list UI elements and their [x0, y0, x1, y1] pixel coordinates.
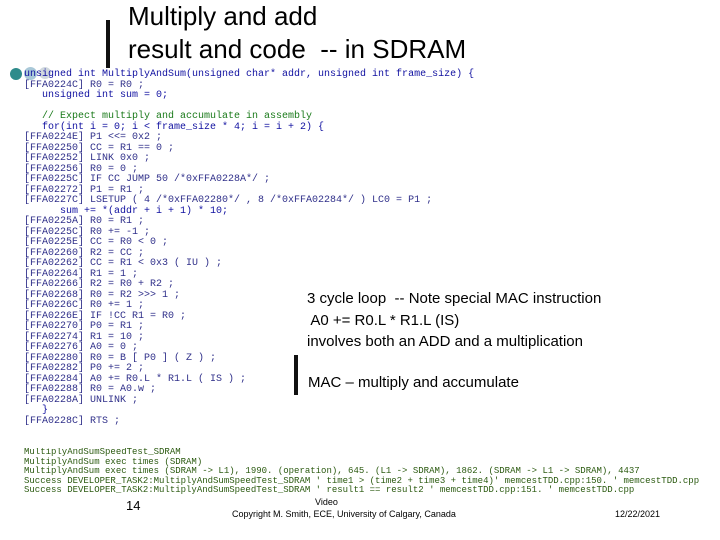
code-line: [FFA0225C] IF CC JUMP 50 /*0xFFA0228A*/ … [24, 174, 271, 185]
dot-light [24, 67, 37, 80]
code-line: [FFA02274] R1 = 10 ; [24, 331, 145, 343]
code-line: [FFA02282] P0 += 2 ; [24, 363, 145, 374]
code-line: [FFA02262] CC = R1 < 0x3 ( IU ) ; [24, 258, 223, 269]
code-line: [FFA02270] P0 = R1 ; [24, 321, 145, 332]
code-line: [FFA0224E] P1 <<= 0x2 ; [24, 132, 163, 143]
code-line: [FFA0226E] IF !CC R1 = R0 ; [24, 310, 187, 322]
slide-title: Multiply and add result and code -- in S… [128, 0, 466, 66]
test-output-log: MultiplyAndSumSpeedTest_SDRAM MultiplyAn… [24, 448, 720, 496]
code-line: [FFA02252] LINK 0x0 ; [24, 153, 151, 164]
code-line: [FFA02276] A0 = 0 ; [24, 342, 139, 353]
code-line: // Expect multiply and accumulate in ass… [24, 111, 313, 122]
page-number: 14 [126, 498, 141, 513]
loop-note: 3 cycle loop -- Note special MAC instruc… [307, 288, 601, 353]
note-line-2: A0 += R0.L * R1.L (IS) [307, 311, 460, 329]
footer-copyright: Copyright M. Smith, ECE, University of C… [232, 509, 456, 519]
mac-accent-bar [294, 355, 298, 395]
code-line: [FFA02268] R0 = R2 >>> 1 ; [24, 289, 181, 301]
mac-caption: MAC – multiply and accumulate [308, 374, 519, 391]
code-line: [FFA02256] R0 = 0 ; [24, 163, 139, 175]
output-line: Success DEVELOPER_TASK2:MultiplyAndSumSp… [24, 475, 700, 486]
dot-grey [39, 67, 51, 79]
note-line-3: involves both an ADD and a multiplicatio… [307, 333, 583, 350]
code-line: [FFA02288] R0 = A0.w ; [24, 384, 157, 395]
note-line-1: 3 cycle loop -- Note special MAC instruc… [307, 290, 602, 307]
code-line: unsigned int sum = 0; [24, 90, 169, 101]
source-code-listing: unsigned int MultiplyAndSum(unsigned cha… [24, 69, 474, 427]
code-line: [FFA02260] R2 = CC ; [24, 247, 145, 259]
slide-title-line1: Multiply and add [128, 1, 318, 31]
output-line: MultiplyAndSum exec times (SDRAM) [24, 456, 203, 467]
output-line: MultiplyAndSumSpeedTest_SDRAM [24, 448, 181, 457]
code-line: for(int i = 0; i < frame_size * 4; i = i… [24, 121, 325, 133]
output-line: MultiplyAndSum exec times (SDRAM -> L1),… [24, 466, 640, 477]
dot-teal [10, 68, 22, 80]
slide-date: 12/22/2021 [615, 509, 661, 519]
code-line: sum += *(addr + i + 1) * 10; [24, 205, 229, 217]
title-accent-bar [106, 20, 110, 68]
code-line: [FFA0225E] CC = R0 < 0 ; [24, 237, 169, 248]
code-line: [FFA0225A] R0 = R1 ; [24, 216, 145, 227]
code-line: [FFA0226C] R0 += 1 ; [24, 300, 145, 311]
code-line: [FFA02280] R0 = B [ P0 ] ( Z ) ; [24, 352, 217, 364]
slide-title-line2: result and code -- in SDRAM [128, 34, 467, 64]
code-line: [FFA02272] P1 = R1 ; [24, 184, 145, 196]
code-line: [FFA0225C] R0 += -1 ; [24, 226, 151, 238]
footer-video-label: Video [315, 497, 338, 507]
output-line: Success DEVELOPER_TASK2:MultiplyAndSumSp… [24, 485, 635, 496]
code-line: } [24, 405, 49, 416]
code-line: [FFA0224C] R0 = R0 ; [24, 79, 145, 91]
code-line: unsigned int MultiplyAndSum(unsigned cha… [24, 69, 475, 80]
code-line: [FFA02250] CC = R1 == 0 ; [24, 142, 175, 154]
decorative-dots [10, 66, 51, 82]
code-line: [FFA02284] A0 += R0.L * R1.L ( IS ) ; [24, 373, 247, 385]
code-line: [FFA0228A] UNLINK ; [24, 394, 139, 406]
code-line: [FFA0228C] RTS ; [24, 415, 121, 427]
code-line: [FFA02266] R2 = R0 + R2 ; [24, 279, 175, 290]
code-line: [FFA02264] R1 = 1 ; [24, 268, 139, 280]
code-line: [FFA0227C] LSETUP ( 4 /*0xFFA02280*/ , 8… [24, 195, 433, 206]
